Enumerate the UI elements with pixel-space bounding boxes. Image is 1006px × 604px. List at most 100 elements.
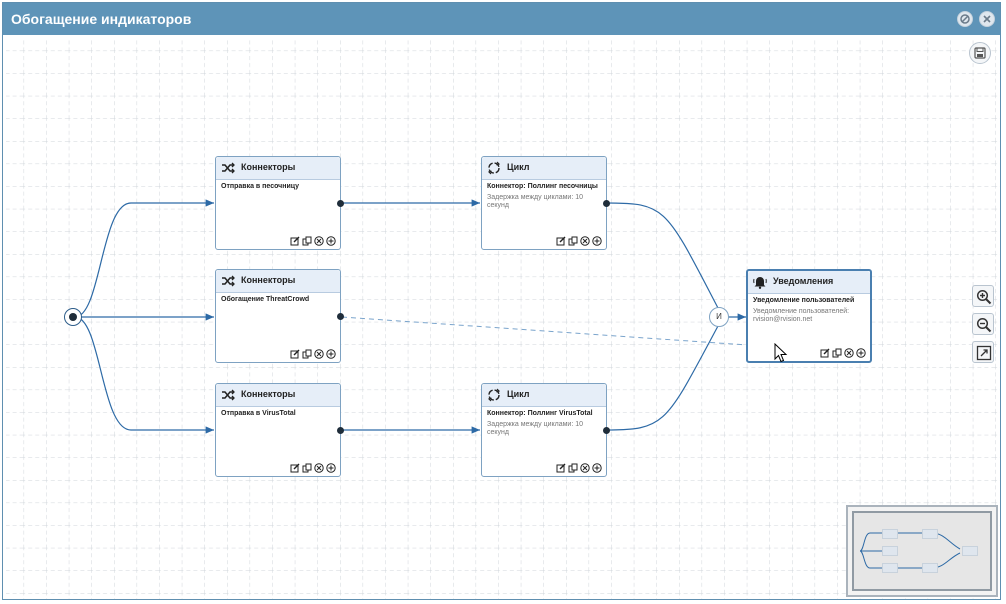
node-connectors-sandbox[interactable]: Коннекторы Отправка в песочницу bbox=[215, 156, 344, 250]
minimap-viewport[interactable] bbox=[852, 511, 992, 591]
node-header: Коннекторы bbox=[216, 384, 340, 407]
close-icon[interactable] bbox=[979, 11, 995, 27]
delete-icon[interactable] bbox=[580, 236, 590, 246]
add-icon[interactable] bbox=[592, 463, 602, 473]
node-actions bbox=[556, 236, 602, 246]
zoom-out-icon bbox=[976, 317, 992, 333]
add-icon[interactable] bbox=[326, 349, 336, 359]
zoom-out-button[interactable] bbox=[972, 313, 994, 335]
add-icon[interactable] bbox=[856, 348, 866, 358]
output-port[interactable] bbox=[337, 313, 344, 320]
node-header: Коннекторы bbox=[216, 270, 340, 293]
node-title: Отправка в VirusTotal bbox=[221, 410, 296, 417]
node-connectors-virustotal[interactable]: Коннекторы Отправка в VirusTotal bbox=[215, 383, 344, 477]
copy-icon[interactable] bbox=[568, 463, 578, 473]
output-port[interactable] bbox=[337, 427, 344, 434]
minimap[interactable] bbox=[846, 505, 998, 597]
node-title: Отправка в песочницу bbox=[221, 183, 299, 190]
minimap-edges bbox=[859, 532, 961, 569]
node-actions bbox=[820, 348, 866, 358]
node-header: Цикл bbox=[482, 157, 606, 180]
node-loop-sandbox[interactable]: Цикл Коннектор: Поллинг песочницы Задерж… bbox=[481, 156, 610, 250]
copy-icon[interactable] bbox=[302, 236, 312, 246]
fit-screen-icon bbox=[976, 345, 992, 361]
copy-icon[interactable] bbox=[302, 349, 312, 359]
node-header-label: Цикл bbox=[507, 162, 530, 172]
add-icon[interactable] bbox=[592, 236, 602, 246]
node-header: Цикл bbox=[482, 384, 606, 407]
delete-icon[interactable] bbox=[844, 348, 854, 358]
node-description: Уведомление пользователей: rvision@rvisi… bbox=[753, 308, 850, 323]
minimap-node bbox=[962, 546, 978, 556]
edge-start-conn3 bbox=[74, 316, 214, 434]
minimap-node bbox=[922, 563, 938, 573]
loop-icon bbox=[487, 388, 501, 402]
node-title: Уведомление пользователей bbox=[753, 297, 855, 304]
edge-loop2-gate bbox=[606, 325, 719, 431]
edit-icon[interactable] bbox=[556, 236, 566, 246]
edit-icon[interactable] bbox=[556, 463, 566, 473]
titlebar: Обогащение индикаторов bbox=[3, 3, 1000, 35]
node-actions bbox=[556, 463, 602, 473]
shuffle-icon bbox=[222, 389, 235, 401]
copy-icon[interactable] bbox=[302, 463, 312, 473]
workflow-canvas[interactable]: Коннекторы Отправка в песочницу Коннекто… bbox=[6, 38, 1000, 599]
delete-icon[interactable] bbox=[314, 236, 324, 246]
node-actions bbox=[290, 236, 336, 246]
bell-icon bbox=[753, 277, 767, 289]
node-actions bbox=[290, 463, 336, 473]
disable-icon[interactable] bbox=[957, 11, 973, 27]
output-port[interactable] bbox=[337, 200, 344, 207]
shuffle-icon bbox=[222, 275, 235, 287]
node-loop-virustotal[interactable]: Цикл Коннектор: Поллинг VirusTotal Задер… bbox=[481, 383, 610, 477]
shuffle-icon bbox=[222, 162, 235, 174]
node-title: Коннектор: Поллинг песочницы bbox=[487, 183, 598, 190]
node-header-label: Коннекторы bbox=[241, 389, 296, 399]
node-notifications[interactable]: Уведомления Уведомление пользователей Ув… bbox=[746, 269, 872, 363]
output-port[interactable] bbox=[603, 427, 610, 434]
edit-icon[interactable] bbox=[290, 349, 300, 359]
node-header-label: Коннекторы bbox=[241, 275, 296, 285]
zoom-in-button[interactable] bbox=[972, 285, 994, 307]
edge-dragging bbox=[341, 316, 777, 350]
minimap-node bbox=[922, 529, 938, 539]
edge-start-conn1 bbox=[74, 199, 214, 318]
and-gate[interactable]: И bbox=[709, 307, 729, 327]
mouse-cursor-icon bbox=[774, 343, 788, 363]
workflow-edges bbox=[74, 199, 777, 434]
add-icon[interactable] bbox=[326, 236, 336, 246]
node-connectors-threatcrowd[interactable]: Коннекторы Обогащение ThreatCrowd bbox=[215, 269, 344, 363]
node-title: Обогащение ThreatCrowd bbox=[221, 296, 310, 303]
loop-icon bbox=[487, 161, 501, 175]
delete-icon[interactable] bbox=[314, 463, 324, 473]
node-actions bbox=[290, 349, 336, 359]
edit-icon[interactable] bbox=[290, 236, 300, 246]
start-node[interactable] bbox=[64, 308, 82, 326]
node-header-label: Коннекторы bbox=[241, 162, 296, 172]
fit-screen-button[interactable] bbox=[972, 341, 994, 363]
node-title: Коннектор: Поллинг VirusTotal bbox=[487, 410, 593, 417]
minimap-node bbox=[882, 529, 898, 539]
node-header-label: Уведомления bbox=[773, 276, 834, 286]
node-header-label: Цикл bbox=[507, 389, 530, 399]
output-port[interactable] bbox=[603, 200, 610, 207]
zoom-in-icon bbox=[976, 289, 992, 305]
delete-icon[interactable] bbox=[580, 463, 590, 473]
node-description: Задержка между циклами: 10 секунд bbox=[487, 194, 584, 209]
minimap-node bbox=[882, 563, 898, 573]
copy-icon[interactable] bbox=[568, 236, 578, 246]
window-title: Обогащение индикаторов bbox=[11, 11, 192, 27]
edit-icon[interactable] bbox=[290, 463, 300, 473]
save-button[interactable] bbox=[969, 42, 991, 64]
node-header: Коннекторы bbox=[216, 157, 340, 180]
save-icon bbox=[974, 47, 986, 59]
node-header: Уведомления bbox=[748, 271, 870, 294]
edit-icon[interactable] bbox=[820, 348, 830, 358]
node-description: Задержка между циклами: 10 секунд bbox=[487, 421, 584, 436]
edge-loop1-gate bbox=[606, 202, 719, 309]
delete-icon[interactable] bbox=[314, 349, 324, 359]
copy-icon[interactable] bbox=[832, 348, 842, 358]
add-icon[interactable] bbox=[326, 463, 336, 473]
minimap-node bbox=[882, 546, 898, 556]
